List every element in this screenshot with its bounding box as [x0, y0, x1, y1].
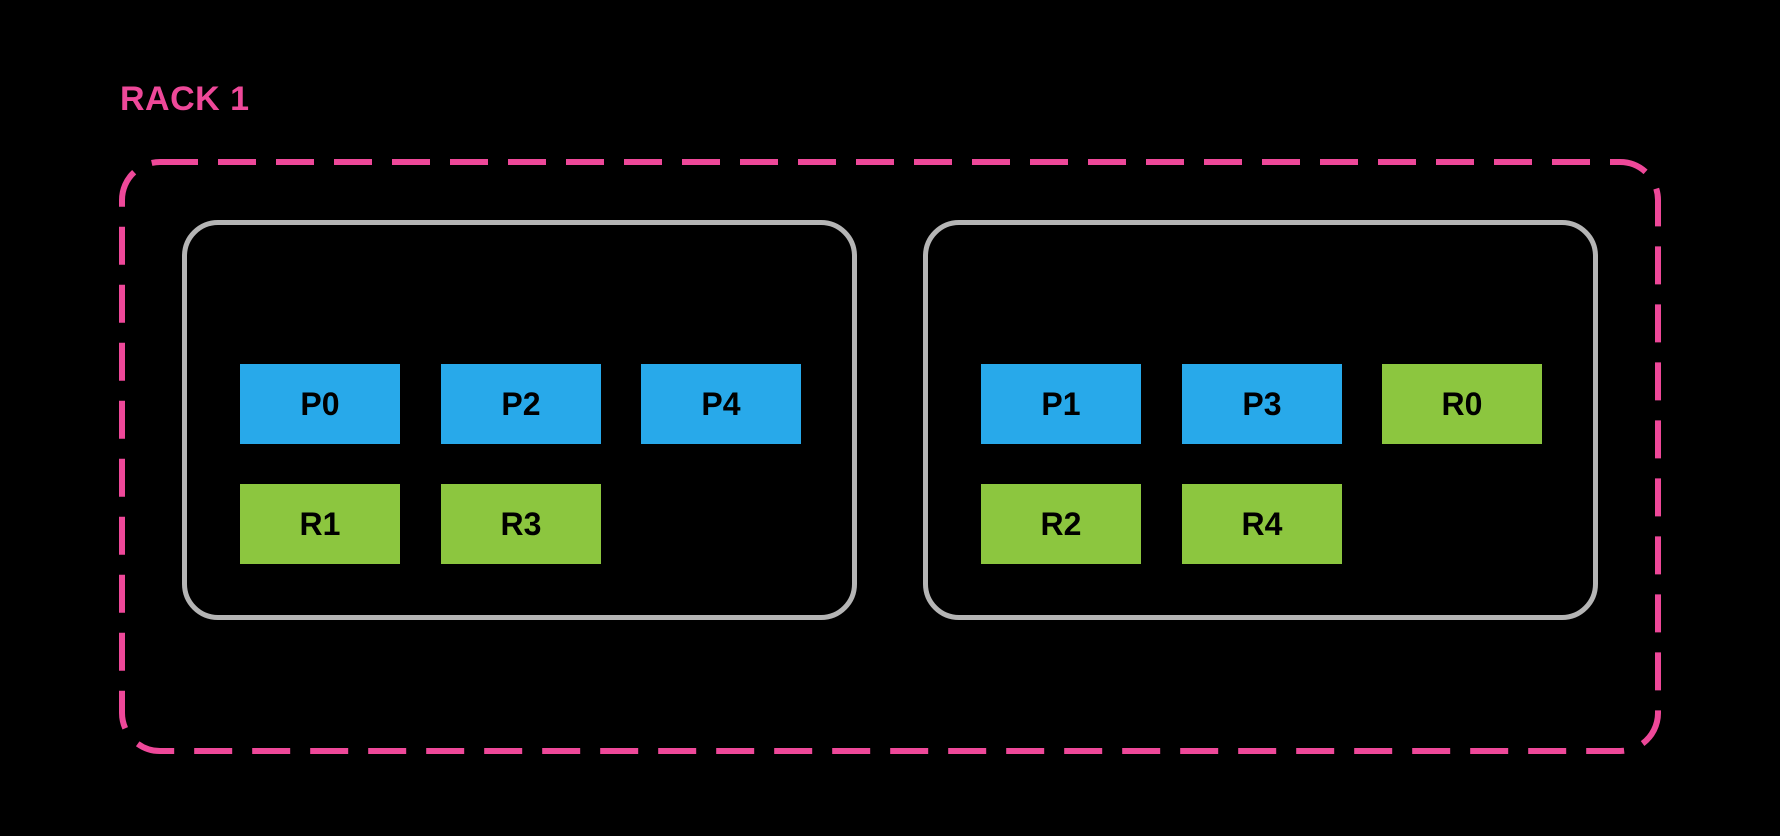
shard-block-p4: P4 [641, 364, 801, 444]
shard-block-r2: R2 [981, 484, 1141, 564]
shard-block-r4: R4 [1182, 484, 1342, 564]
shard-block-p1: P1 [981, 364, 1141, 444]
shard-block-r3: R3 [441, 484, 601, 564]
shard-block-p3: P3 [1182, 364, 1342, 444]
rack-title: RACK 1 [120, 80, 250, 118]
node-box-right: P1 P3 R0 R2 R4 [923, 220, 1598, 620]
shard-block-r0: R0 [1382, 364, 1542, 444]
shard-block-r1: R1 [240, 484, 400, 564]
shard-block-p0: P0 [240, 364, 400, 444]
node-box-left: P0 P2 P4 R1 R3 [182, 220, 857, 620]
shard-block-p2: P2 [441, 364, 601, 444]
rack-boundary-rect [119, 159, 1661, 754]
